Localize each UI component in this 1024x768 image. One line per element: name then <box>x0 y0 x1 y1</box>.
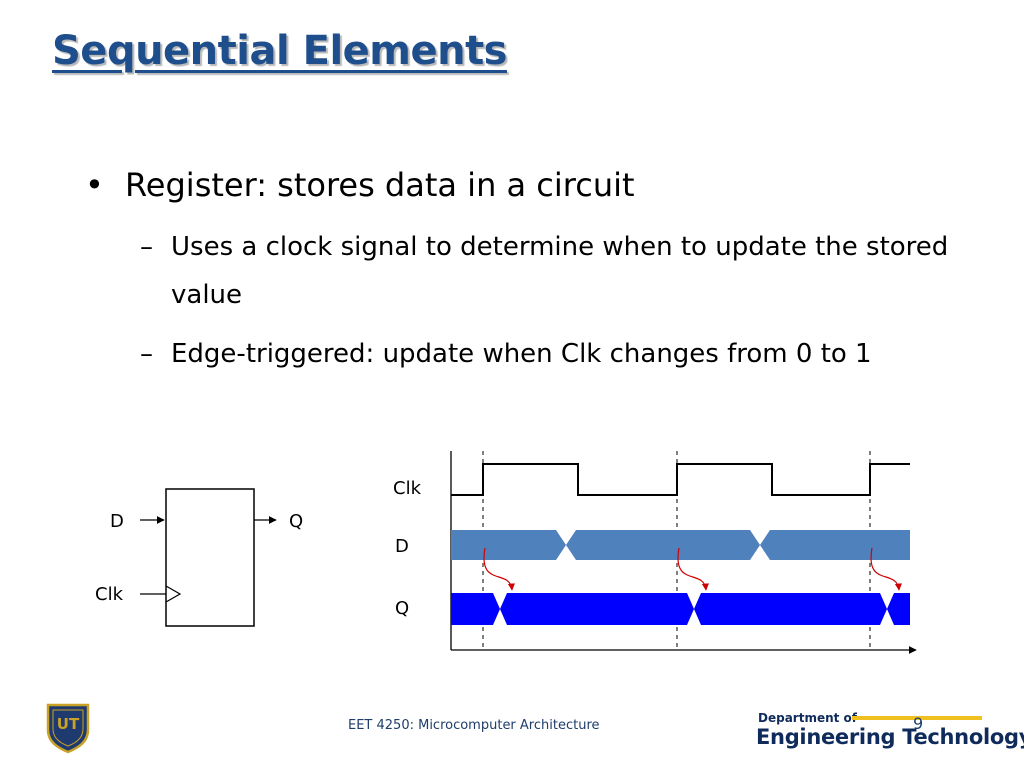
timing-diagram: Clk D Q <box>393 451 917 654</box>
register-box <box>165 488 255 627</box>
dept-line-1: Department of <box>758 711 858 725</box>
slide-title: Sequential Elements <box>52 28 508 74</box>
clk-waveform <box>451 463 910 496</box>
footer-course: EET 4250: Microcomputer Architecture <box>348 718 600 733</box>
timing-q-label: Q <box>395 598 409 619</box>
register-clk-label: Clk <box>95 584 124 605</box>
register-q-label: Q <box>289 511 303 532</box>
dept-logo: Department of Engineering Technology <box>756 711 1024 751</box>
timing-d-label: D <box>395 536 409 557</box>
sub-bullet-marker: – <box>140 232 153 262</box>
timing-clk-label: Clk <box>393 478 422 499</box>
q-waveform <box>451 593 910 625</box>
dept-line-2: Engineering Technology <box>756 725 1024 749</box>
sub-bullet-text: Uses a clock signal to determine when to… <box>171 232 949 310</box>
sub-bullet-text: Edge-triggered: update when Clk changes … <box>171 339 872 369</box>
sub-bullet-marker: – <box>140 339 153 369</box>
delay-arrow-1 <box>483 547 515 591</box>
page-number: 9 <box>913 714 924 733</box>
d-waveform <box>451 530 910 560</box>
shield-text: UT <box>57 715 80 733</box>
delay-arrow-2 <box>677 547 709 591</box>
bullet-text: Register: stores data in a circuit <box>125 166 635 204</box>
ut-shield-logo: UT <box>46 703 90 754</box>
register-d-label: D <box>110 511 124 532</box>
dept-bar <box>852 716 982 720</box>
bullet-marker: • <box>85 166 104 204</box>
clock-edge-triangle <box>165 585 182 603</box>
delay-arrow-3 <box>870 547 902 591</box>
